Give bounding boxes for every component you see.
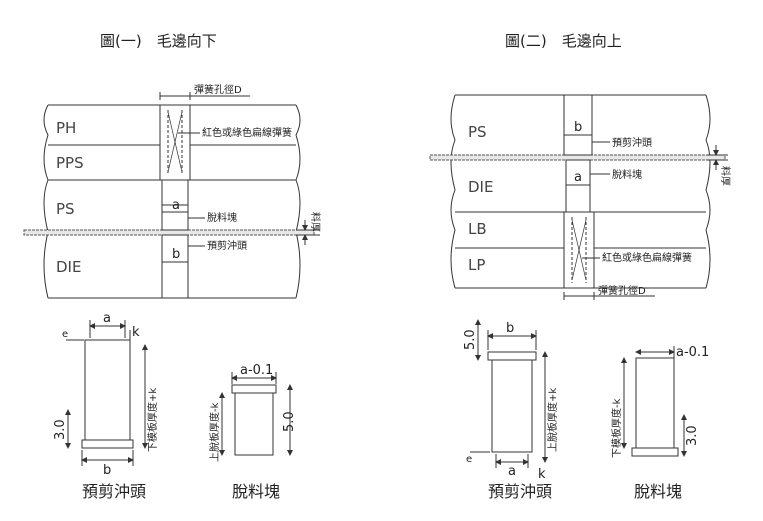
right-block-label: 脫料塊 [612, 168, 642, 181]
figure-two-title: 圖(二) 毛邊向上 [505, 32, 622, 50]
left-block-caption: 脫料塊 [232, 482, 280, 501]
left-block-top: a-0.1 [240, 363, 273, 378]
right-punch-dim-b: b [506, 321, 514, 336]
left-punch-height: 3.0 [53, 419, 68, 440]
left-dim-b: b [172, 247, 180, 262]
left-punch-label: 預剪沖頭 [207, 239, 247, 252]
right-spring-hole-label: 彈簧孔徑D [598, 284, 646, 297]
left-dim-a: a [172, 198, 180, 213]
right-punch-length: 上脫板厚度+k [546, 388, 559, 452]
left-block-detail [219, 372, 293, 456]
left-punch-dim-e: e [62, 329, 68, 340]
right-strip [429, 154, 726, 161]
left-block-height: 5.0 [282, 411, 297, 432]
left-spring-hole-label: 彈簧孔徑D [194, 83, 242, 96]
right-thickness-marker [706, 145, 728, 170]
left-punch-dim-b: b [103, 463, 111, 478]
right-punch-dim-k: k [538, 467, 546, 482]
right-thickness-label: 料厚 [719, 166, 732, 186]
left-punch-dim-k: k [132, 325, 140, 340]
left-punch [161, 234, 189, 299]
right-punch-dim-e: e [466, 454, 472, 465]
right-layer-ps: PS [468, 123, 487, 141]
left-layer-ps: PS [56, 200, 75, 218]
right-break-line-left [450, 94, 456, 289]
right-layer-die: DIE [468, 178, 493, 196]
right-spring-note: 紅色或綠色扁線彈簧 [602, 251, 692, 264]
right-layer-lb: LB [468, 220, 487, 238]
left-layer-pps: PPS [56, 154, 84, 172]
right-punch-label: 預剪沖頭 [612, 136, 652, 149]
right-punch-detail [470, 319, 548, 468]
right-punch-height: 5.0 [463, 329, 478, 350]
figure-two: 圖(二) 毛邊向上 PS DIE LB LP b 預剪沖頭 a 脫料塊 [429, 32, 732, 501]
right-spring-hole [563, 211, 655, 300]
left-layer-ph: PH [56, 119, 76, 137]
left-break-line-left [43, 104, 49, 299]
figure-one: 圖(一) 毛邊向下 PH PPS PS DIE 彈簧孔徑D [23, 32, 322, 501]
right-punch-dim-a: a [508, 464, 516, 479]
right-stripper-block [565, 159, 591, 213]
left-stripper-block [161, 179, 189, 231]
left-thickness-marker [296, 220, 320, 245]
right-block-length: 下模板厚度-k [610, 398, 623, 458]
left-strip [23, 229, 315, 236]
left-punch-caption: 預剪沖頭 [82, 482, 146, 501]
left-block-length: 上脫板厚度-k [208, 402, 221, 462]
right-dim-a: a [574, 170, 582, 185]
left-punch-dim-a: a [103, 311, 111, 326]
right-block-caption: 脫料塊 [634, 482, 682, 501]
left-block-label: 脫料塊 [207, 211, 237, 224]
right-block-top: a-0.1 [676, 345, 709, 360]
right-punch-caption: 預剪沖頭 [488, 482, 552, 501]
right-break-line-right [705, 94, 711, 289]
left-thickness-label: 料厚 [309, 212, 322, 232]
right-block-detail [621, 346, 687, 457]
left-punch-length: 下模板厚度+k [146, 388, 159, 452]
right-layer-lp: LP [468, 256, 485, 274]
left-break-line-right [295, 104, 301, 299]
left-spring-note: 紅色或綠色扁線彈簧 [202, 126, 292, 139]
figure-one-title: 圖(一) 毛邊向下 [100, 32, 217, 50]
right-punch [563, 94, 593, 156]
right-dim-b: b [574, 120, 582, 135]
right-block-height: 3.0 [685, 425, 700, 446]
left-layer-die: DIE [56, 258, 81, 276]
left-punch-detail [65, 320, 148, 466]
